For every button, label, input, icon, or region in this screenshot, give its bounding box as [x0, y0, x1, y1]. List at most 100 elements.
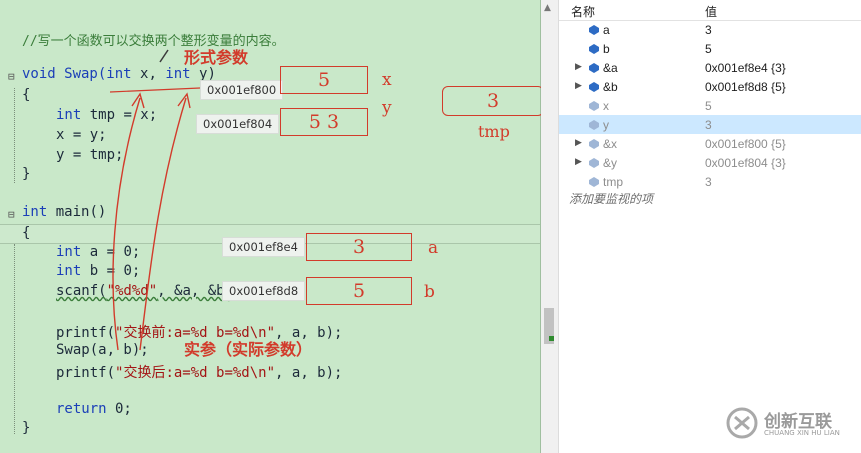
watch-value[interactable]: 5 — [705, 42, 712, 56]
arrow-y-head — [177, 92, 191, 109]
column-header-value[interactable]: 值 — [705, 5, 718, 19]
annotation-arrows — [109, 49, 276, 351]
address-b: 0x001ef8d8 — [222, 281, 306, 301]
code-token: tmp = x; — [81, 107, 158, 123]
code-token: int — [165, 66, 191, 82]
code-line-a-decl: int a = 0; — [56, 244, 140, 260]
expand-arrow-icon[interactable]: ▶ — [575, 61, 582, 71]
code-line-brace: } — [22, 420, 31, 436]
code-line-tmp: int tmp = x; — [56, 107, 157, 123]
scrollbar-thumb[interactable] — [544, 308, 554, 344]
variable-icon — [589, 138, 599, 149]
scroll-up-arrow-icon[interactable]: ▲ — [544, 3, 551, 13]
code-line-printf-before: printf("交换前:a=%d b=%d\n", a, b); — [56, 322, 342, 342]
code-token: b = 0; — [81, 263, 141, 279]
variable-icon — [589, 24, 599, 35]
code-line-swap-call: Swap(a, b); — [56, 342, 149, 358]
code-comment: //写一个函数可以交换两个整形变量的内容。 — [22, 34, 285, 49]
brand-logo: 创新互联 CHUANG XIN HU LIAN — [726, 405, 856, 445]
memory-box-tmp: 3 — [442, 86, 544, 116]
watch-header: 名称 值 — [559, 0, 861, 21]
underline-swap-params — [109, 87, 201, 93]
memory-box-x: 5 — [280, 66, 368, 94]
watch-value[interactable]: 0x001ef8d8 {5} — [705, 80, 786, 94]
watch-row[interactable]: ▶ &y 0x001ef804 {3} — [559, 153, 861, 172]
code-line-swap-signature: void Swap(int x, int y) — [22, 66, 216, 82]
label-tmp: tmp — [478, 122, 510, 141]
watch-name: &x — [603, 137, 618, 151]
code-token: y) — [190, 66, 216, 82]
expand-arrow-icon[interactable]: ▶ — [575, 137, 582, 147]
watch-row[interactable]: ▶ &x 0x001ef800 {5} — [559, 134, 861, 153]
label-b: b — [424, 282, 435, 302]
variable-icon — [589, 81, 599, 92]
logo-icon — [726, 407, 758, 439]
expand-arrow-icon[interactable]: ▶ — [575, 80, 582, 90]
code-line-return: return 0; — [56, 401, 132, 417]
code-token: "交换前:a=%d b=%d\n" — [115, 325, 276, 341]
indent-guide — [14, 88, 15, 183]
variable-icon — [589, 43, 599, 54]
indent-guide — [14, 244, 15, 434]
code-editor[interactable]: //写一个函数可以交换两个整形变量的内容。 ⊟ void Swap( int x,… — [0, 0, 541, 453]
watch-name: &b — [603, 80, 618, 94]
arrow-b-to-y — [139, 97, 187, 351]
address-a: 0x001ef8e4 — [222, 237, 305, 257]
watch-value[interactable]: 3 — [705, 23, 712, 37]
code-token: int — [56, 107, 82, 123]
watch-value[interactable]: 3 — [705, 118, 712, 132]
code-token: main() — [47, 204, 107, 220]
variable-icon — [589, 119, 599, 130]
code-token: void Swap( — [22, 66, 107, 82]
watch-value[interactable]: 0x001ef804 {3} — [705, 156, 786, 170]
formal-params-label: 形式参数 — [184, 48, 249, 67]
logo-sub-text: CHUANG XIN HU LIAN — [764, 429, 840, 437]
address-y: 0x001ef804 — [196, 114, 280, 134]
watch-value[interactable]: 3 — [705, 175, 712, 189]
memory-box-b: 5 — [306, 277, 412, 305]
pencil-icon — [159, 49, 169, 63]
code-token: scanf( — [56, 283, 107, 299]
code-token: , a, b); — [275, 325, 343, 341]
watch-name: b — [603, 42, 610, 56]
column-header-name[interactable]: 名称 — [571, 5, 596, 19]
code-token: printf( — [56, 365, 116, 381]
code-line-main: int main() — [22, 204, 106, 220]
label-x: x — [382, 70, 392, 90]
expand-arrow-icon[interactable]: ▶ — [575, 156, 582, 166]
code-token: return — [56, 401, 107, 417]
watch-value[interactable]: 0x001ef800 {5} — [705, 137, 786, 151]
code-line-brace: } — [22, 166, 31, 182]
watch-value[interactable]: 0x001ef8e4 {3} — [705, 61, 786, 75]
arrow-x-head — [131, 92, 145, 109]
watch-value[interactable]: 5 — [705, 99, 712, 113]
watch-name: tmp — [603, 175, 624, 189]
fold-toggle-swap[interactable]: ⊟ — [8, 70, 15, 83]
code-token: printf( — [56, 325, 116, 341]
code-token: int — [56, 244, 82, 260]
code-line-y-assign: y = tmp; — [56, 147, 124, 163]
code-token: x, — [131, 66, 166, 82]
code-line-brace: { — [22, 87, 31, 103]
code-token: int — [56, 263, 82, 279]
fold-toggle-main[interactable]: ⊟ — [8, 208, 15, 221]
code-token: , a, b); — [275, 365, 343, 381]
watch-name: x — [603, 99, 609, 113]
variable-icon — [589, 176, 599, 187]
code-line-x-assign: x = y; — [56, 127, 107, 143]
add-watch-placeholder[interactable]: 添加要监视的项 — [569, 192, 654, 206]
watch-row[interactable]: ▶ &b 0x001ef8d8 {5} — [559, 77, 861, 96]
label-a: a — [428, 238, 439, 258]
watch-row[interactable]: tmp 3 — [559, 172, 861, 191]
editor-scrollbar[interactable]: ▲ — [541, 0, 559, 453]
watch-name: &y — [603, 156, 618, 170]
actual-params-label: 实参（实际参数） — [184, 340, 313, 359]
memory-box-a: 3 — [306, 233, 412, 261]
watch-name: y — [603, 118, 609, 132]
